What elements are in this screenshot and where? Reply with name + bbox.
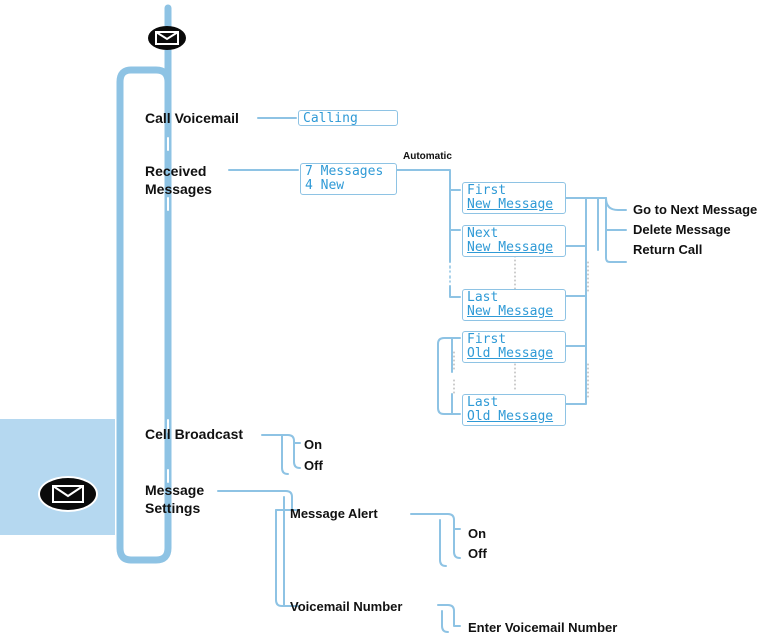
screen-calling: Calling xyxy=(298,110,398,126)
screen-messages-line1: 7 Messages xyxy=(305,164,384,179)
screen-first-old-message: First Old Message xyxy=(462,331,566,363)
option-return-call[interactable]: Return Call xyxy=(633,242,703,257)
cell-broadcast-on[interactable]: On xyxy=(304,437,323,452)
envelope-icon-side xyxy=(38,476,98,512)
setting-message-alert[interactable]: Message Alert xyxy=(290,506,378,521)
screen-first-old-line1: First xyxy=(467,332,507,347)
option-delete-message[interactable]: Delete Message xyxy=(633,222,731,237)
setting-voicemail-number[interactable]: Voicemail Number xyxy=(290,599,403,614)
screen-last-new-line2: New Message xyxy=(467,304,554,319)
menu-call-voicemail[interactable]: Call Voicemail xyxy=(145,110,239,126)
envelope-icon xyxy=(148,26,186,50)
screen-next-new-message: Next New Message xyxy=(462,225,566,257)
screen-messages-line2: 4 New xyxy=(305,178,345,193)
screen-first-new-line2: New Message xyxy=(467,197,554,212)
screen-calling-text: Calling xyxy=(303,111,358,126)
screen-next-new-line2: New Message xyxy=(467,240,554,255)
menu-cell-broadcast[interactable]: Cell Broadcast xyxy=(145,426,244,442)
screen-last-new-line1: Last xyxy=(467,290,499,305)
screen-last-old-line2: Old Message xyxy=(467,409,554,424)
screen-last-old-line1: Last xyxy=(467,395,499,410)
menu-message-settings-line1[interactable]: Message xyxy=(145,482,205,498)
screen-message-count: 7 Messages 4 New xyxy=(300,163,397,195)
envelope-glyph xyxy=(155,31,179,45)
cell-broadcast-off[interactable]: Off xyxy=(304,458,323,473)
screen-last-new-message: Last New Message xyxy=(462,289,566,321)
menu-received-messages-line1[interactable]: Received xyxy=(145,163,207,179)
screen-next-new-line1: Next xyxy=(467,226,499,241)
screen-first-new-line1: First xyxy=(467,183,507,198)
enter-voicemail-number[interactable]: Enter Voicemail Number xyxy=(468,620,618,635)
envelope-glyph-side xyxy=(52,485,84,503)
menu-received-messages-line2[interactable]: Messages xyxy=(145,181,212,197)
menu-message-settings-line2[interactable]: Settings xyxy=(145,500,201,516)
screen-last-old-message: Last Old Message xyxy=(462,394,566,426)
message-alert-on[interactable]: On xyxy=(468,526,487,541)
screen-first-new-message: First New Message xyxy=(462,182,566,214)
automatic-label: Automatic xyxy=(403,151,452,162)
option-go-to-next-message[interactable]: Go to Next Message xyxy=(633,202,758,217)
screen-first-old-line2: Old Message xyxy=(467,346,554,361)
message-alert-off[interactable]: Off xyxy=(468,546,487,561)
